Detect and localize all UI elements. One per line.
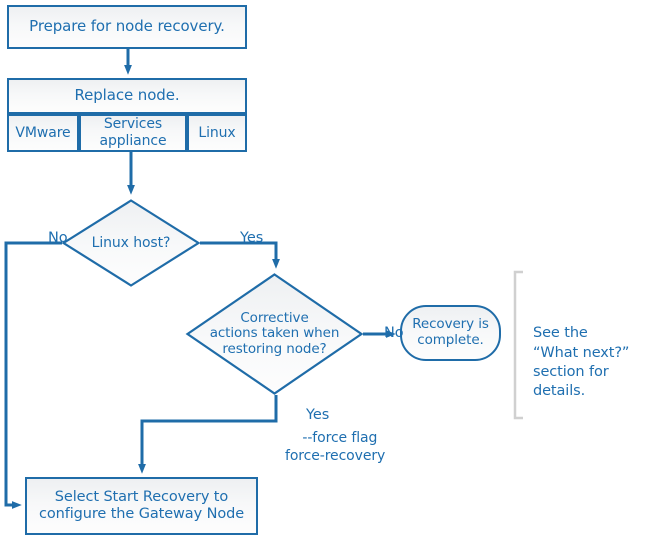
linux-host-diamond-shape [61,199,201,287]
node-platform-vmware[interactable]: VMware [7,114,79,152]
edge-linuxhost-no [4,241,62,509]
node-platform-services-appliance-label: Services appliance [99,116,167,149]
node-prepare-for-node-recovery[interactable]: Prepare for node recovery. [7,5,247,49]
edge-label-force-flag-text: --force flag force-recovery [285,429,386,464]
node-platform-services-appliance[interactable]: Services appliance [79,114,187,152]
node-corrective-actions-decision[interactable]: Corrective actions taken when restoring … [185,273,364,395]
node-platform-linux-label: Linux [198,124,236,141]
edge-linuxhost-yes [200,241,280,269]
edge-label-corrective-no-text: No [384,325,404,342]
node-start-recovery-label: Select Start Recovery to configure the G… [38,488,245,522]
edge-label-linux-host-yes-text: Yes [240,230,264,247]
corrective-actions-diamond-shape [185,273,364,395]
edge-label-linux-host-yes: Yes [222,213,263,265]
edge-label-corrective-no: No [366,308,404,360]
annotation-what-next: See the “What next?” section for details… [533,305,664,401]
edge-label-linux-host-no-text: No [48,230,68,247]
node-platform-vmware-label: VMware [15,124,71,141]
node-recovery-complete[interactable]: Recovery is complete. [400,305,501,361]
edge-corrective-yes [138,395,278,474]
node-replace-node[interactable]: Replace node. [7,78,247,114]
annotation-what-next-text: See the “What next?” section for details… [533,325,630,400]
node-prepare-label: Prepare for node recovery. [29,17,225,36]
node-platform-linux[interactable]: Linux [187,114,247,152]
node-recovery-complete-label: Recovery is complete. [412,316,489,348]
node-replace-label: Replace node. [74,86,180,105]
node-start-recovery[interactable]: Select Start Recovery to configure the G… [25,477,258,535]
edge-label-linux-host-no: No [30,213,68,265]
what-next-bracket [513,270,523,420]
node-linux-host-decision[interactable]: Linux host? [61,199,201,287]
edge-label-force-flag: --force flag force-recovery [285,412,385,484]
edge-label-corrective-yes-text: Yes [306,407,330,424]
edge-label-corrective-yes: Yes [288,390,329,442]
